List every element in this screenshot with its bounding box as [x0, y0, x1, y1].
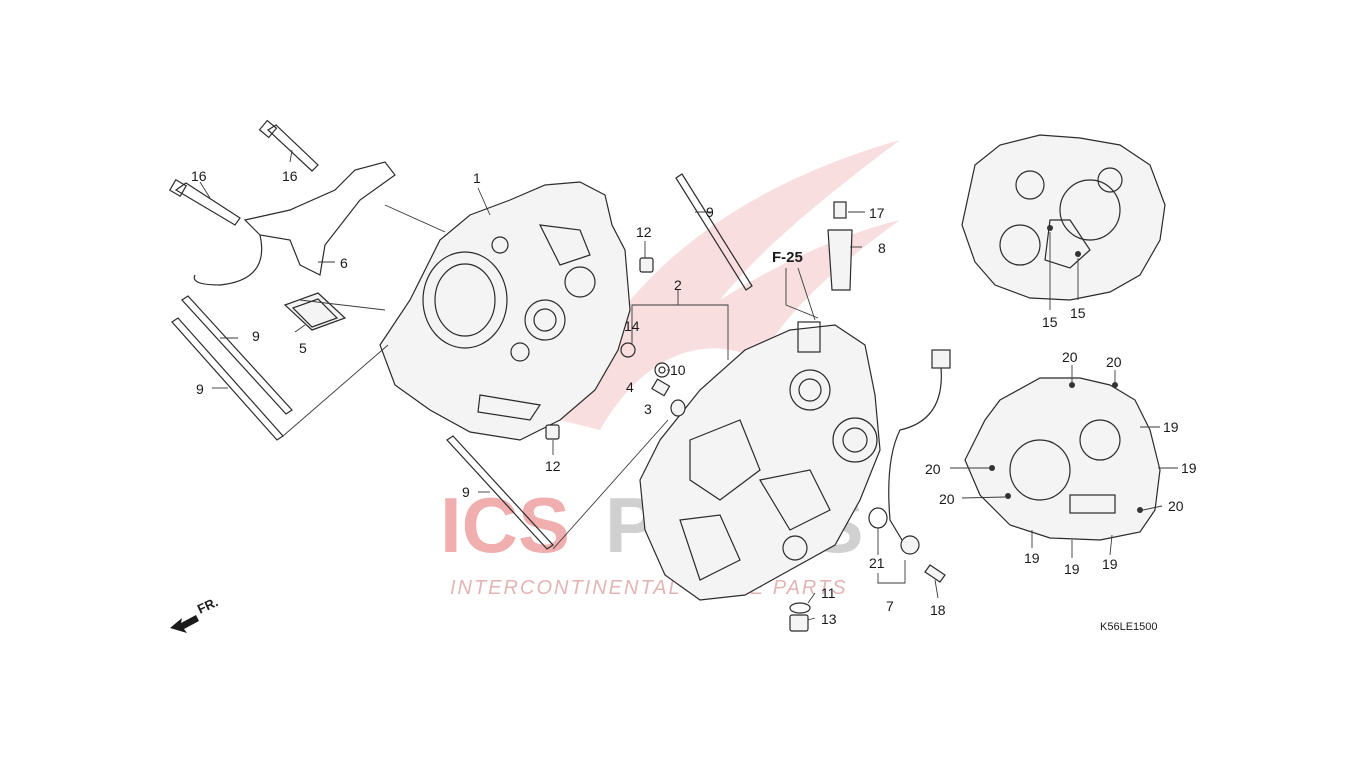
callout-9-b: 9: [252, 328, 260, 344]
callout-19-d: 19: [1064, 561, 1080, 577]
callout-19-b: 19: [1181, 460, 1197, 476]
callout-19-c: 19: [1024, 550, 1040, 566]
sensor-8-17: [827, 201, 853, 291]
bolt-16-b: [258, 119, 319, 172]
front-direction-arrow: FR.: [170, 594, 220, 633]
callout-20-a: 20: [1062, 349, 1078, 365]
callout-15-b: 15: [1070, 305, 1086, 321]
wire-sensor-7: [888, 349, 951, 555]
callout-18: 18: [930, 602, 946, 618]
watermark-brand-left: ICS: [440, 481, 570, 569]
callout-9-d: 9: [462, 484, 470, 500]
callout-9-a: 9: [706, 204, 714, 220]
callout-19-a: 19: [1163, 419, 1179, 435]
bracket-part-6: [193, 161, 396, 286]
callout-20-b: 20: [1106, 354, 1122, 370]
callout-21: 21: [869, 555, 885, 571]
callout-1: 1: [473, 170, 481, 186]
section-reference: F-25: [772, 249, 803, 266]
small-parts-3-4-10-14: [620, 342, 686, 417]
callout-20-e: 20: [1168, 498, 1184, 514]
callout-13: 13: [821, 611, 837, 627]
front-label: FR.: [195, 594, 220, 616]
callout-15-a: 15: [1042, 314, 1058, 330]
diagram-code: K56LE1500: [1100, 621, 1158, 633]
callout-6: 6: [340, 255, 348, 271]
cover-gasket-lower: [964, 377, 1161, 541]
callout-4: 4: [626, 379, 634, 395]
bolt-16-a: [168, 178, 241, 226]
callout-16-b: 16: [282, 168, 298, 184]
left-crankcase: [379, 181, 631, 441]
callout-11: 11: [821, 585, 836, 601]
callout-20-c: 20: [925, 461, 941, 477]
watermark-wing-icon: [560, 140, 900, 430]
dowel-pins-12: [545, 257, 654, 440]
o-ring-21: [868, 507, 888, 529]
callout-19-e: 19: [1102, 556, 1118, 572]
callout-12-b: 12: [545, 458, 561, 474]
filter-screen-5: [283, 292, 347, 331]
callout-5: 5: [299, 340, 307, 356]
washer-11: [789, 602, 811, 614]
watermark-tagline: INTERCONTINENTAL SPARE PARTS: [450, 577, 848, 599]
callout-10: 10: [670, 362, 686, 378]
arrow-left-icon: [170, 615, 199, 633]
callout-7: 7: [886, 598, 894, 614]
drain-bolt-13: [789, 614, 809, 632]
callout-16-a: 16: [191, 168, 207, 184]
callout-12-a: 12: [636, 224, 652, 240]
cover-gasket-upper: [961, 134, 1166, 301]
callout-8: 8: [878, 240, 886, 256]
callout-17: 17: [869, 205, 885, 221]
bolt-18: [924, 564, 946, 583]
right-crankcase: [639, 321, 881, 601]
callout-14: 14: [624, 318, 640, 334]
callout-3: 3: [644, 401, 652, 417]
callout-20-d: 20: [939, 491, 955, 507]
callout-9-c: 9: [196, 381, 204, 397]
callout-2: 2: [674, 277, 682, 293]
callout-labels: 1 2 3 4 5 6 7 8 9 9 9 9 10 11 12 12 13 1…: [191, 168, 1197, 627]
leader-lines: [199, 149, 1178, 621]
